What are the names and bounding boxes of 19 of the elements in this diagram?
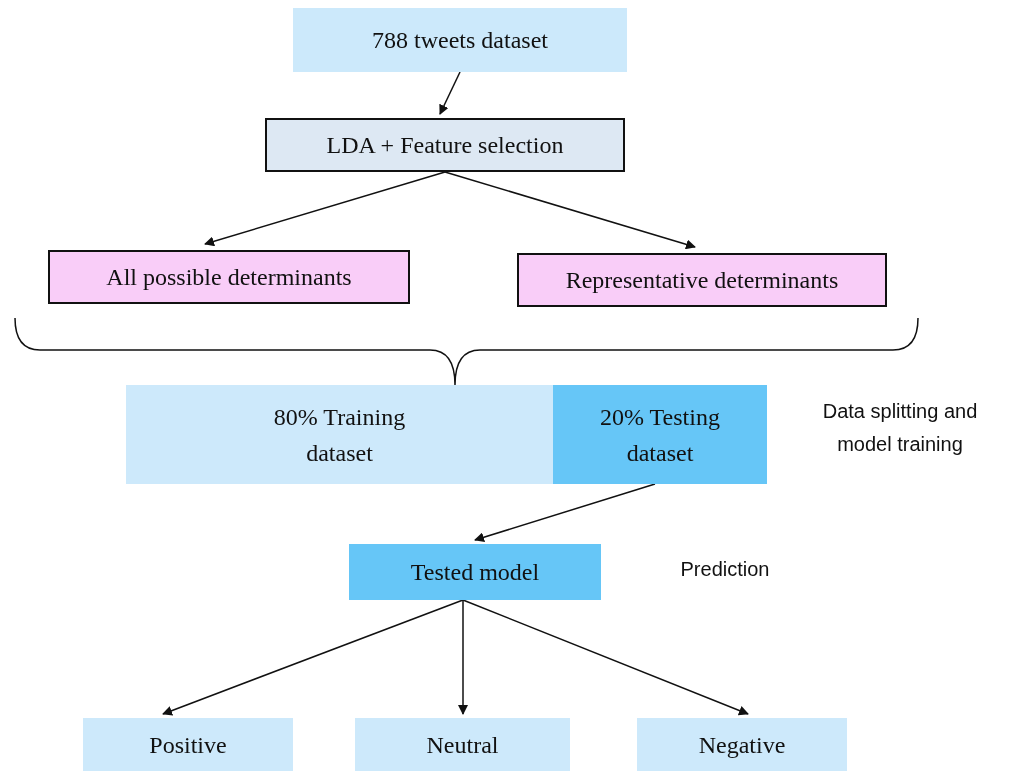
- data-box: 20% Testing dataset: [553, 385, 767, 484]
- arrow: [439, 71, 461, 115]
- result-box: All possible determinants: [48, 250, 410, 304]
- stage-label: Prediction: [679, 557, 771, 582]
- arrow: [462, 599, 749, 716]
- stage-label: Data splitting and model training: [821, 399, 979, 457]
- model-box: Tested model: [349, 544, 601, 600]
- data-box: 80% Training dataset: [126, 385, 553, 484]
- process-box: LDA + Feature selection: [265, 118, 625, 172]
- class-box: Negative: [637, 718, 847, 771]
- arrow: [474, 483, 656, 543]
- class-box: Positive: [83, 718, 293, 771]
- arrow: [444, 171, 696, 250]
- result-box: Representative determinants: [517, 253, 887, 307]
- arrow: [204, 171, 446, 247]
- data-box: 788 tweets dataset: [293, 8, 627, 72]
- arrow: [458, 599, 468, 715]
- class-box: Neutral: [355, 718, 570, 771]
- arrow: [162, 599, 464, 716]
